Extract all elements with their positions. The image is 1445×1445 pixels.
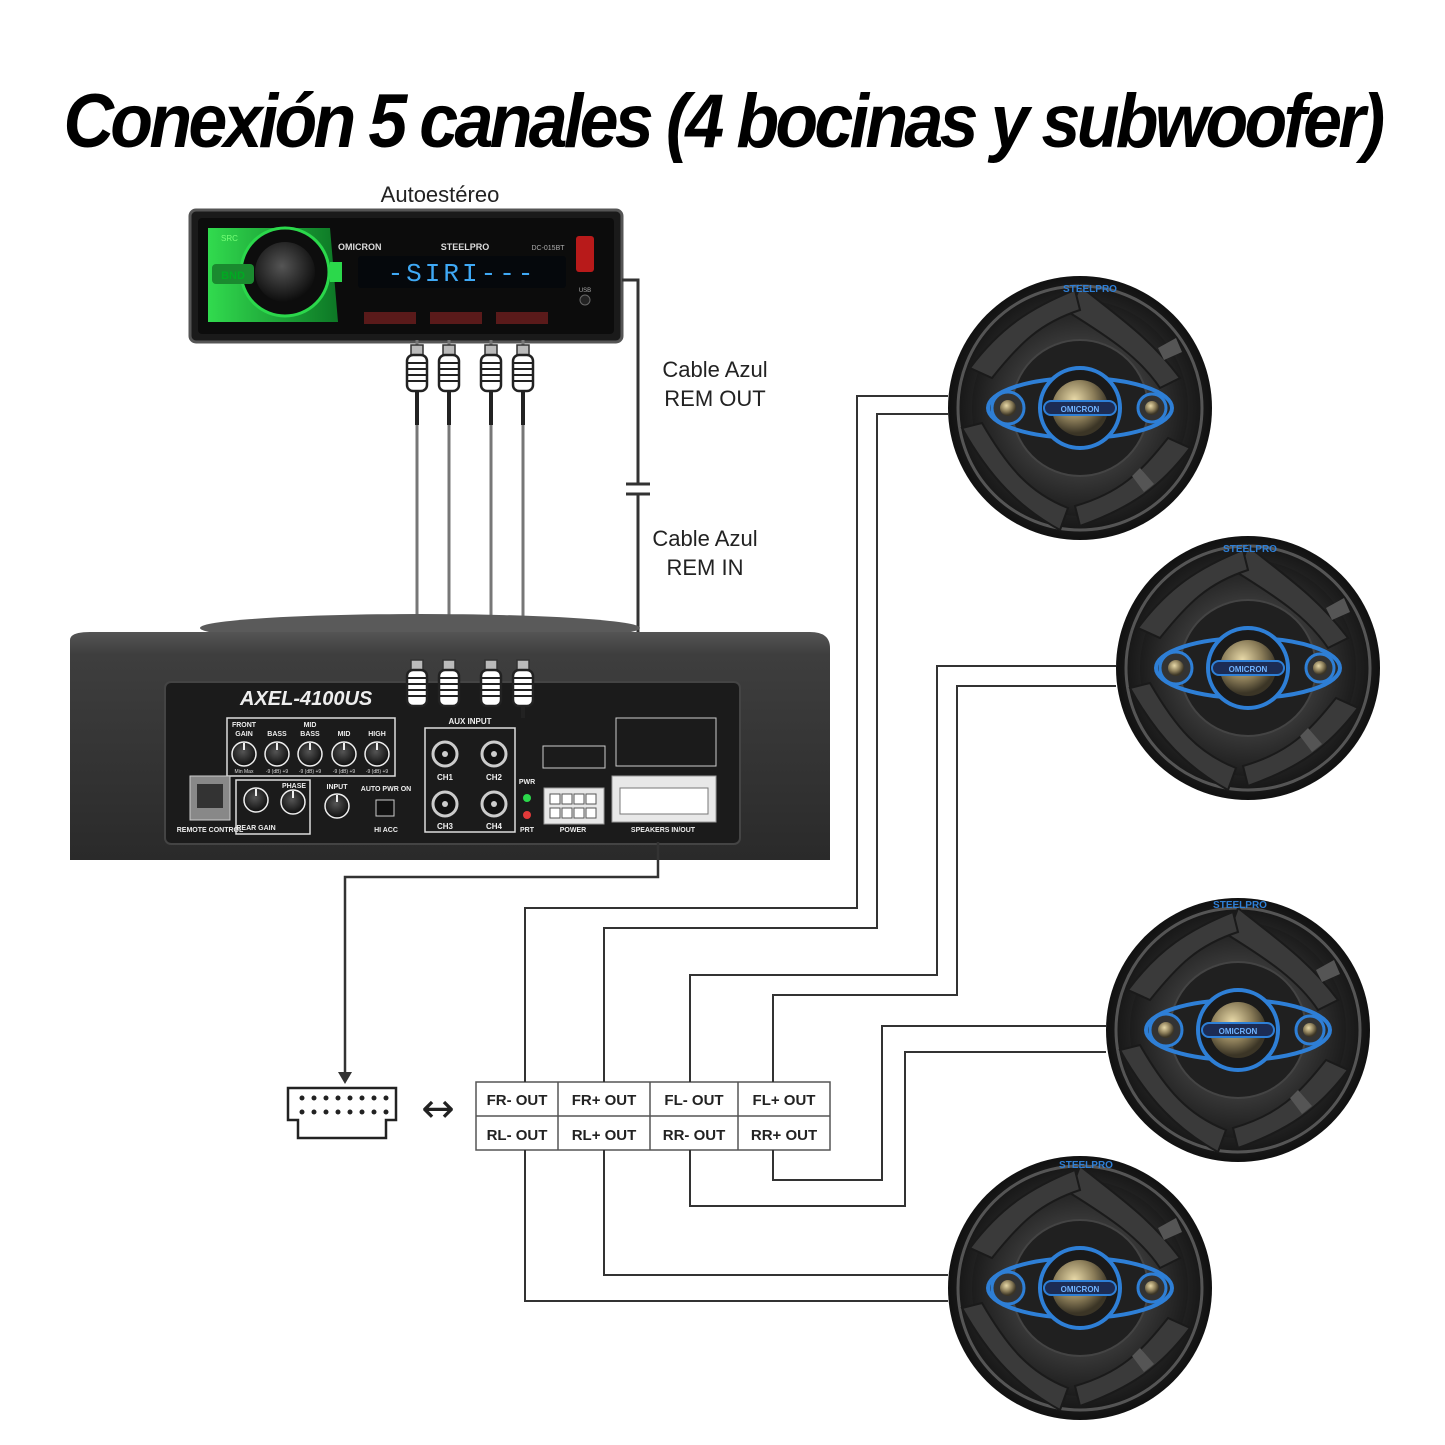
knob0-label2: GAIN (235, 731, 253, 738)
speaker2-center: OMICRON (1229, 665, 1268, 674)
out-rr-neg: RR- OUT (663, 1127, 726, 1144)
head-unit: BND SRC OMICRON STEELPRO DC-015BT -SIRI-… (188, 208, 624, 344)
out-rl-neg: RL- OUT (487, 1127, 548, 1144)
speaker-front-right: STEELPRO OMICRON (946, 274, 1214, 542)
rca-jacks (431, 740, 508, 818)
knob3-range: -9 (dB) +9 (333, 769, 356, 775)
src-button: SRC (221, 234, 238, 243)
out-rr-pos: RR+ OUT (751, 1127, 817, 1144)
rem-in-line2: REM IN (666, 555, 744, 580)
harness-connector (286, 1086, 398, 1140)
display-text: -SIRI--- (388, 259, 537, 289)
speaker-rear-right: STEELPRO OMICRON (1104, 896, 1372, 1164)
knob4-range: -9 (dB) +9 (366, 769, 389, 775)
mid-bass-knob[interactable] (297, 741, 323, 767)
ch2-label: CH2 (486, 773, 503, 782)
out-fl-neg: FL- OUT (664, 1092, 723, 1109)
auto-opts-label: HI ACC (374, 827, 398, 834)
auto-pwr-label: AUTO PWR ON (361, 786, 411, 793)
speaker3-brand: STEELPRO (1213, 900, 1267, 911)
amp-model-logo: AXEL-4100US (239, 688, 373, 710)
speaker2-brand: STEELPRO (1223, 544, 1277, 555)
knob0-range: Min Max (235, 769, 254, 775)
ch1-label: CH1 (437, 773, 454, 782)
speaker1-center: OMICRON (1061, 405, 1100, 414)
speaker1-brand: STEELPRO (1063, 284, 1117, 295)
amplifier: AXEL-4100US FRONT GAIN BASS MID BASS MID… (70, 614, 830, 860)
rem-out-label: Cable Azul REM OUT (645, 355, 785, 413)
rem-out-line1: Cable Azul (662, 357, 768, 382)
out-fr-neg: FR- OUT (487, 1092, 548, 1109)
speaker-rear-left: STEELPRO OMICRON (946, 1154, 1214, 1422)
speaker-wires (524, 395, 1116, 1302)
power-label: POWER (560, 827, 586, 834)
aux-input-label: AUX INPUT (448, 717, 491, 726)
knob2-label2: BASS (300, 731, 320, 738)
amp-rca-plugs (405, 658, 535, 718)
high-knob[interactable] (364, 741, 390, 767)
output-table: FR- OUT FR+ OUT FL- OUT FL+ OUT RL- OUT … (475, 1081, 831, 1151)
remote-control-label: REMOTE CONTROL (177, 827, 244, 834)
knob0-label1: FRONT (232, 722, 257, 729)
out-fr-pos: FR+ OUT (572, 1092, 637, 1109)
bnd-button: BND (221, 270, 245, 282)
knob2-range: -9 (dB) +9 (299, 769, 322, 775)
knob1-label2: BASS (267, 731, 287, 738)
rem-in-label: Cable Azul REM IN (635, 524, 775, 582)
speaker-front-left: STEELPRO OMICRON (1114, 534, 1382, 802)
model-text: DC-015BT (531, 245, 565, 252)
knob4-label2: HIGH (368, 731, 386, 738)
out-fl-pos: FL+ OUT (753, 1092, 816, 1109)
head-unit-label: Autoestéreo (380, 182, 500, 207)
brand-steelpro: STEELPRO (441, 242, 490, 252)
input-knob[interactable] (324, 793, 350, 819)
out-rl-pos: RL+ OUT (572, 1127, 637, 1144)
usb-label: USB (579, 288, 591, 294)
rem-out-line2: REM OUT (664, 386, 766, 411)
speakers-label: SPEAKERS IN/OUT (631, 827, 696, 834)
speaker4-brand: STEELPRO (1059, 1160, 1113, 1171)
rem-wire (622, 278, 650, 632)
knob1-range: -9 (dB) +9 (266, 769, 289, 775)
knob2-label1: MID (304, 722, 317, 729)
rear-gain-knob[interactable] (243, 787, 269, 813)
harness-wire (338, 842, 660, 1084)
pwr-label: PWR (519, 779, 535, 786)
ch4-label: CH4 (486, 822, 503, 831)
speaker4-center: OMICRON (1061, 1285, 1100, 1294)
ch3-label: CH3 (437, 822, 454, 831)
prt-label: PRT (520, 827, 535, 834)
bass-knob[interactable] (264, 741, 290, 767)
rca-cables (405, 340, 535, 668)
mid-knob[interactable] (331, 741, 357, 767)
rear-gain-label: REAR GAIN (236, 825, 275, 832)
preset-buttons (364, 312, 548, 324)
rem-in-line1: Cable Azul (652, 526, 758, 551)
phase-label: PHASE (282, 783, 306, 790)
speaker3-center: OMICRON (1219, 1027, 1258, 1036)
input-label: INPUT (327, 784, 349, 791)
front-gain-knob[interactable] (231, 741, 257, 767)
diagram-title: Conexión 5 canales (4 bocinas y subwoofe… (63, 79, 1385, 164)
brand-omicron: OMICRON (338, 242, 382, 252)
knob3-label2: MID (338, 731, 351, 738)
connector-arrow: ↔ (421, 1086, 455, 1132)
phase-knob[interactable] (280, 789, 306, 815)
